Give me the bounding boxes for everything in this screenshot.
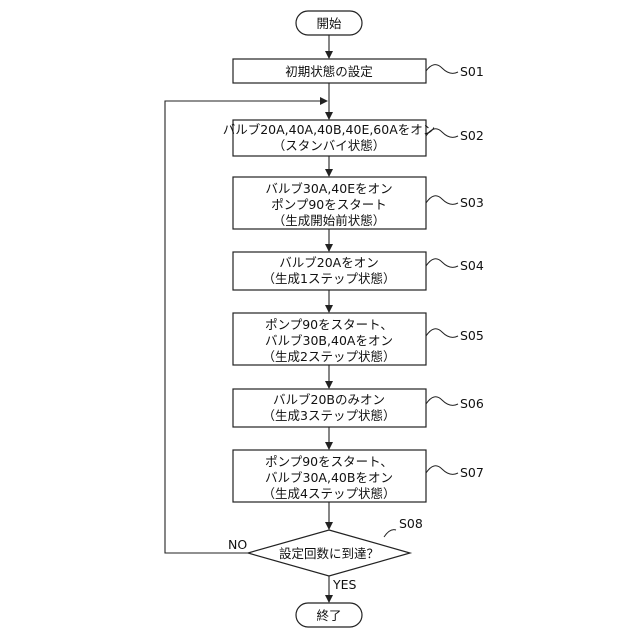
step-s03: バルブ30A,40Eをオン ポンプ90をスタート （生成開始前状態） S03 [233, 177, 484, 229]
start-label: 開始 [316, 16, 342, 31]
step-s07-leader [426, 466, 458, 475]
step-s01-leader [426, 65, 458, 74]
step-s05-line-3: （生成2ステップ状態） [263, 349, 396, 364]
decision-id: S08 [399, 516, 423, 531]
step-s07-id: S07 [460, 465, 484, 480]
step-s03-leader [426, 196, 458, 205]
yes-label: YES [332, 577, 357, 592]
step-s02-id: S02 [460, 128, 484, 143]
step-s04-line-1: バルブ20Aをオン [279, 255, 378, 270]
decision-s08: 設定回数に到達？ S08 [248, 516, 423, 576]
step-s05-leader [426, 329, 458, 338]
step-s07: ポンプ90をスタート、 バルブ30A,40Bをオン （生成4ステップ状態） S0… [233, 450, 484, 502]
step-s01-id: S01 [460, 64, 484, 79]
step-s06-line-2: （生成3ステップ状態） [263, 408, 396, 423]
step-s04-line-2: （生成1ステップ状態） [263, 271, 396, 286]
step-s01: 初期状態の設定 S01 [233, 59, 484, 83]
step-s01-line-1: 初期状態の設定 [285, 64, 373, 79]
start-terminal: 開始 [296, 11, 362, 35]
step-s06-id: S06 [460, 396, 484, 411]
step-s02-line-1: バルブ20A,40A,40B,40E,60Aをオン [223, 122, 436, 137]
step-s03-id: S03 [460, 195, 484, 210]
step-s06: バルブ20Bのみオン （生成3ステップ状態） S06 [233, 389, 484, 427]
step-s02: バルブ20A,40A,40B,40E,60Aをオン （スタンバイ状態） S02 [223, 120, 484, 156]
step-s03-line-1: バルブ30A,40Eをオン [265, 181, 392, 196]
step-s06-line-1: バルブ20Bのみオン [273, 392, 385, 407]
step-s03-line-2: ポンプ90をスタート [271, 197, 387, 212]
decision-leader [384, 530, 396, 537]
step-s07-line-3: （生成4ステップ状態） [263, 486, 396, 501]
decision-text: 設定回数に到達？ [279, 546, 379, 561]
step-s05-line-1: ポンプ90をスタート、 [265, 317, 393, 332]
step-s07-line-1: ポンプ90をスタート、 [265, 454, 393, 469]
no-label: NO [228, 537, 247, 552]
step-s04: バルブ20Aをオン （生成1ステップ状態） S04 [233, 252, 484, 290]
end-label: 終了 [316, 608, 341, 623]
step-s04-id: S04 [460, 258, 484, 273]
step-s06-leader [426, 397, 458, 406]
step-s03-line-3: （生成開始前状態） [273, 213, 386, 228]
step-s05-id: S05 [460, 328, 484, 343]
step-s05-line-2: バルブ30B,40Aをオン [265, 333, 393, 348]
step-s07-line-2: バルブ30A,40Bをオン [265, 470, 393, 485]
end-terminal: 終了 [296, 603, 362, 627]
step-s05: ポンプ90をスタート、 バルブ30B,40Aをオン （生成2ステップ状態） S0… [233, 313, 484, 365]
step-s04-leader [426, 259, 458, 268]
step-s02-line-2: （スタンバイ状態） [273, 138, 386, 153]
